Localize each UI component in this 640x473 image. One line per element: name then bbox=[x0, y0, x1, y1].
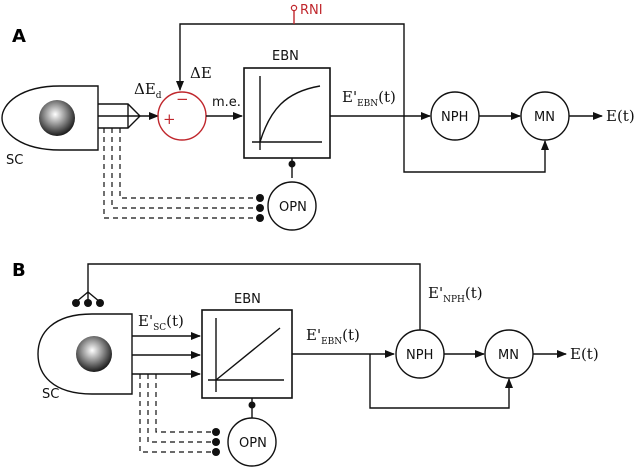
opn-node-b bbox=[227, 417, 277, 467]
ebn-title-a: EBN bbox=[272, 49, 299, 64]
rni-label: RNI bbox=[300, 3, 323, 18]
panel-b-label: B bbox=[12, 260, 26, 281]
delta-e-label: ΔE bbox=[190, 64, 212, 82]
ebn-saturating-curve bbox=[259, 85, 321, 143]
sc-opn-dashed-a bbox=[103, 128, 258, 219]
ebn-linear-curve bbox=[215, 327, 281, 381]
motor-error-label: m.e. bbox=[212, 95, 241, 110]
ebn-title-b: EBN bbox=[234, 292, 261, 307]
opn-synapse-dot bbox=[256, 214, 264, 222]
output-label-a: E(t) bbox=[606, 107, 635, 125]
ebn-box-a bbox=[243, 67, 331, 159]
opn-synapse-dot bbox=[256, 194, 264, 202]
mn-label-a: MN bbox=[534, 110, 555, 125]
delta-ed-label: ΔEd bbox=[134, 80, 162, 101]
output-label-b: E(t) bbox=[570, 345, 599, 363]
ebn-direct-to-mn-b bbox=[369, 354, 513, 409]
opn-node-a bbox=[267, 181, 317, 231]
sc-label-a: SC bbox=[6, 153, 23, 168]
opn-inhibit-dot-a bbox=[288, 160, 296, 168]
opn-synapse-dot bbox=[256, 204, 264, 212]
sc-output-lines-a bbox=[98, 103, 141, 129]
ebn-axes-a bbox=[252, 76, 322, 150]
rni-node bbox=[290, 4, 298, 12]
feedback-synapse-dot bbox=[96, 299, 104, 307]
sc-opn-dashed-b bbox=[139, 374, 212, 453]
ebn-direct-to-mn-a bbox=[403, 116, 549, 173]
ebn-output-label-a: E'EBN(t) bbox=[342, 88, 396, 109]
opn-synapse-dot-b bbox=[212, 438, 220, 446]
nph-output-label-b: E'NPH(t) bbox=[428, 284, 483, 305]
opn-synapse-dot-b bbox=[212, 448, 220, 456]
mn-label-b: MN bbox=[498, 348, 519, 363]
panel-a-label: A bbox=[12, 26, 26, 47]
sc-label-b: SC bbox=[42, 387, 59, 402]
comparator-plus: + bbox=[163, 110, 176, 128]
rni-feedback-line bbox=[176, 23, 405, 116]
panel-a: A SC ΔEd − + ΔE RNI m.e. EBN bbox=[1, 3, 635, 231]
feedback-synapse-dot bbox=[84, 299, 92, 307]
opn-label-a: OPN bbox=[279, 200, 307, 215]
sc-ball-icon-b bbox=[76, 336, 112, 372]
opn-synapse-dot-b bbox=[212, 428, 220, 436]
sc-ball-icon bbox=[39, 100, 75, 136]
nph-label-b: NPH bbox=[406, 348, 433, 363]
nph-feedback-line-b bbox=[87, 263, 421, 330]
feedback-synapse-dot bbox=[72, 299, 80, 307]
opn-inhibit-dot-b bbox=[248, 401, 256, 409]
ebn-output-label-b: E'EBN(t) bbox=[306, 326, 360, 347]
comparator-minus: − bbox=[176, 90, 189, 108]
nph-label-a: NPH bbox=[441, 110, 468, 125]
superior-colliculus-shape-b bbox=[37, 313, 133, 395]
opn-label-b: OPN bbox=[239, 436, 267, 451]
sc-output-label-b: E'SC(t) bbox=[138, 312, 184, 333]
panel-b: B SC E'SC(t) EBN OPN bbox=[12, 260, 599, 467]
superior-colliculus-shape bbox=[1, 85, 99, 151]
